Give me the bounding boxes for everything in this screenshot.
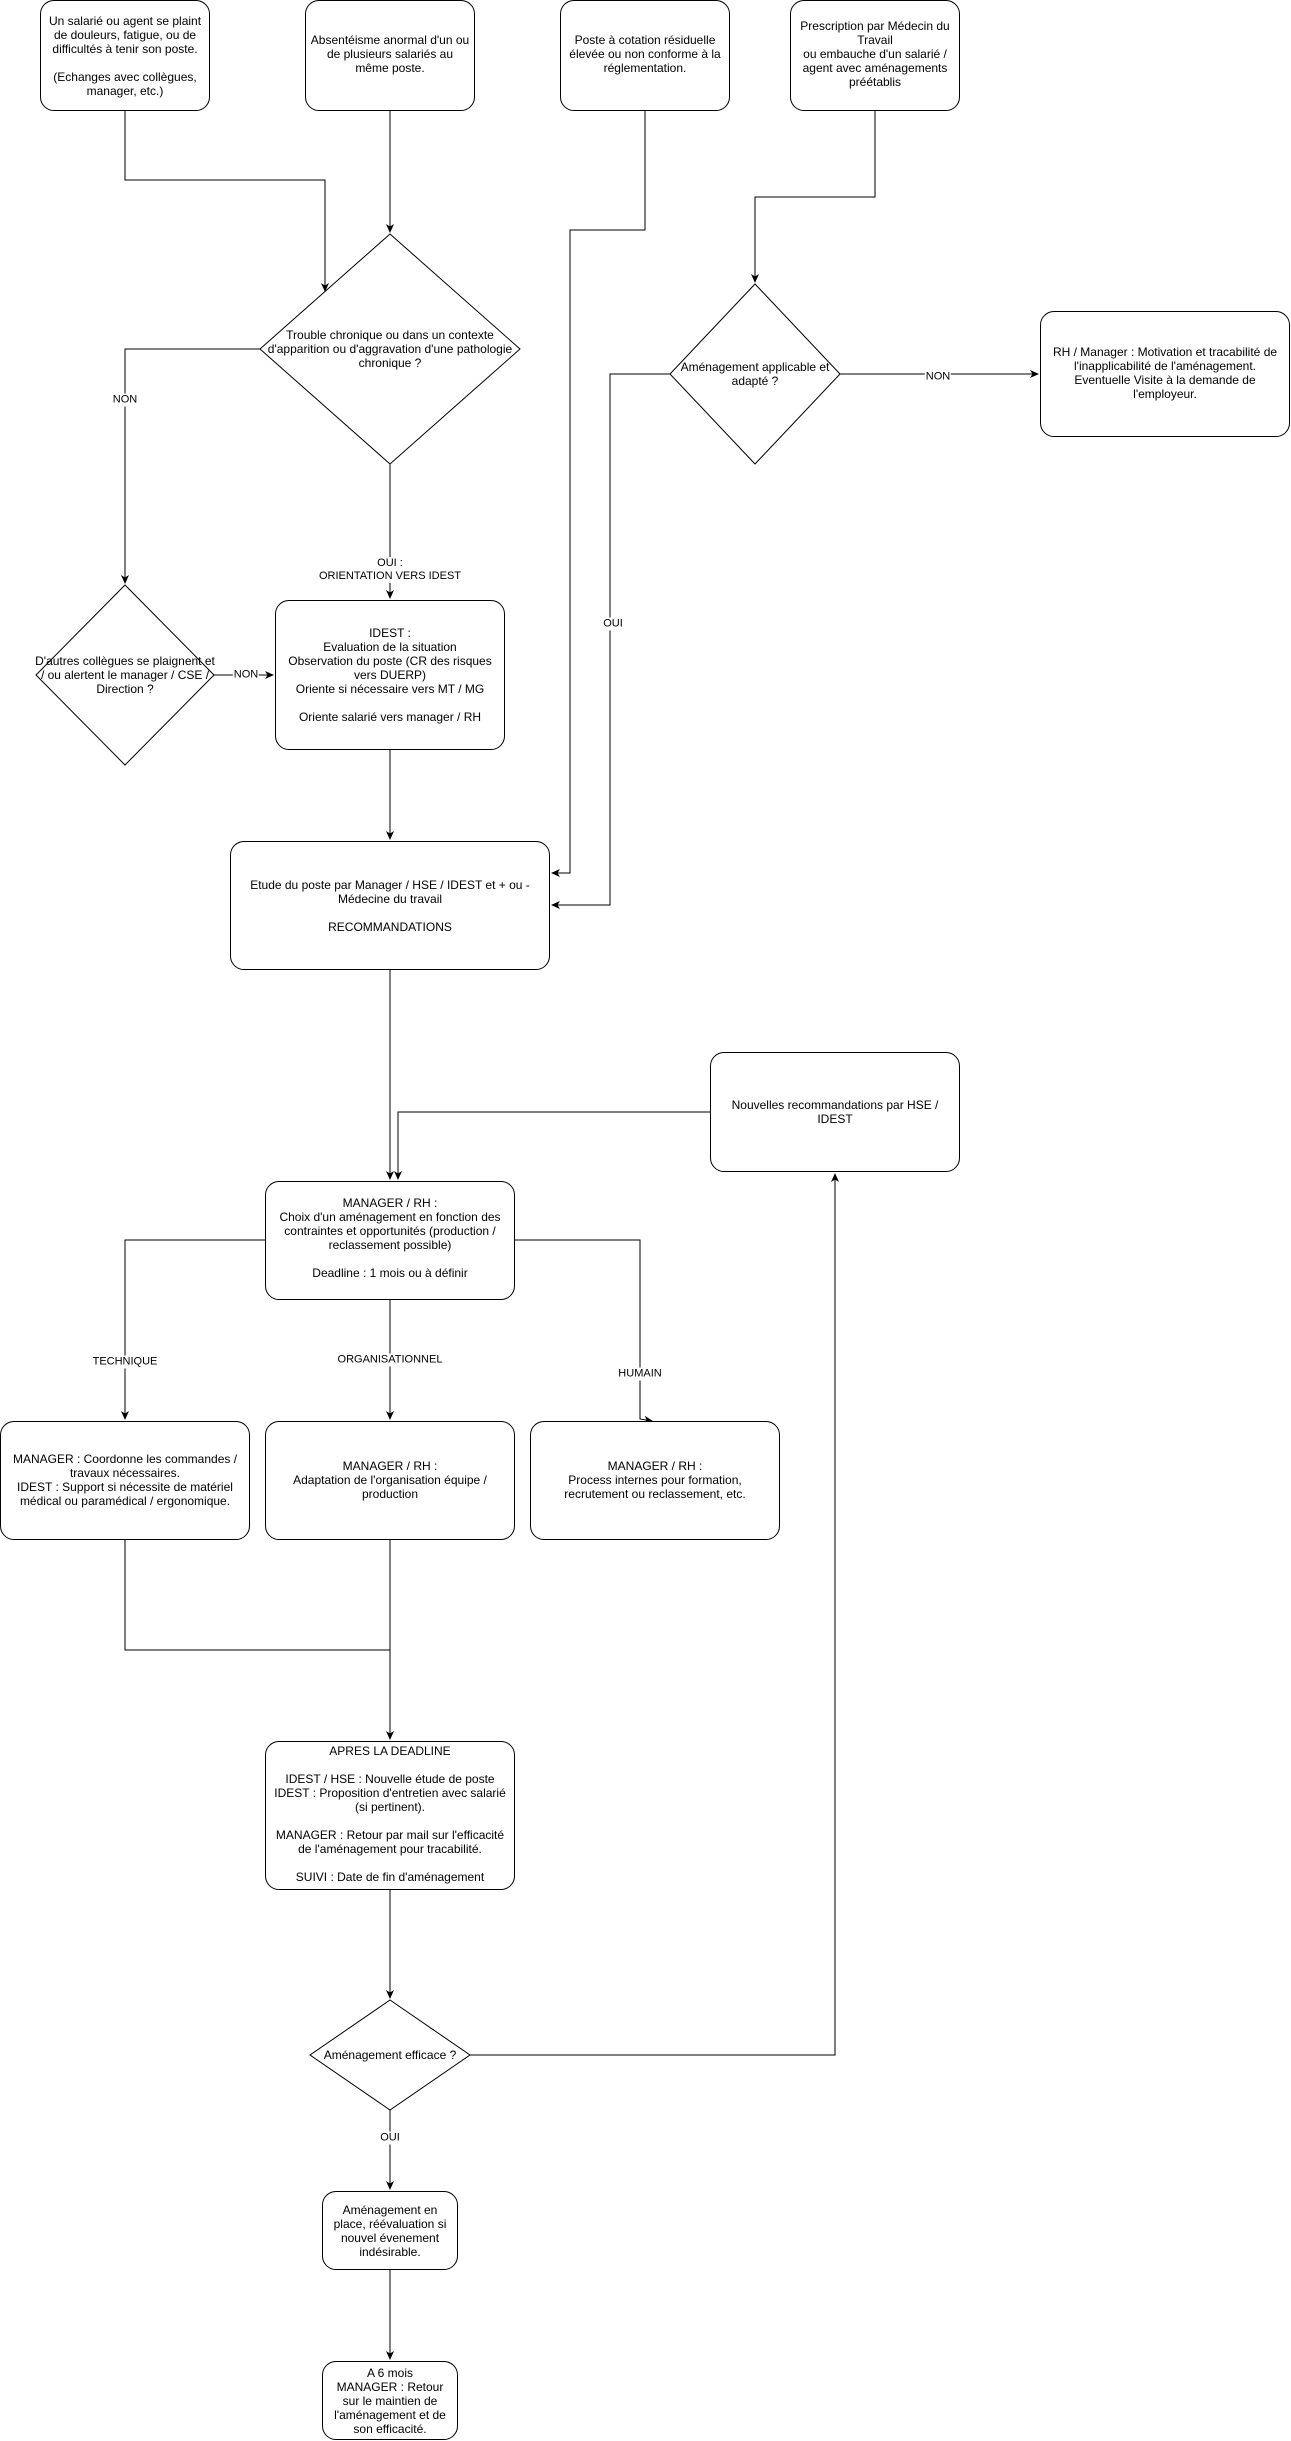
node-employee-complaint-text: Un salarié ou agent se plaint de douleur… [48, 13, 202, 98]
node-high-risk-post-text: Poste à cotation résiduelle élevée ou no… [569, 33, 721, 75]
node-idest-evaluation: IDEST : Evaluation de la situation Obser… [275, 600, 505, 750]
node-medical-prescription-text: Prescription par Médecin du Travail ou e… [800, 19, 950, 89]
node-six-month-review-text: A 6 mois MANAGER : Retour sur le maintie… [334, 2366, 446, 2436]
decision-effective-text: Aménagement efficace ? [323, 2048, 457, 2062]
node-adjustment-in-place: Aménagement en place, réévaluation si no… [322, 2191, 458, 2270]
edge-label-oui-idest: OUI : ORIENTATION VERS IDEST [318, 557, 462, 583]
node-abnormal-absenteeism: Absentéisme anormal d'un ou de plusieurs… [305, 0, 475, 111]
node-manager-choice: MANAGER / RH : Choix d'un aménagement en… [265, 1181, 515, 1300]
edge-label-humain: HUMAIN [617, 1367, 663, 1381]
node-adjustment-in-place-text: Aménagement en place, réévaluation si no… [333, 2202, 447, 2259]
decision-applicable-text: Aménagement applicable et adapté ? [680, 360, 830, 388]
edge-label-non-chronic: NON [111, 393, 139, 407]
node-post-study-text: Etude du poste par Manager / HSE / IDEST… [250, 877, 530, 934]
node-technical-coordination: MANAGER : Coordonne les commandes / trav… [0, 1421, 250, 1540]
node-organisation-adaptation-text: MANAGER / RH : Adaptation de l'organisat… [293, 1459, 487, 1501]
edge-d4-to-n8 [470, 1173, 839, 2056]
node-internal-process: MANAGER / RH : Process internes pour for… [530, 1421, 780, 1540]
edge-d2-to-n7 [551, 373, 670, 909]
node-new-recommendations-text: Nouvelles recommandations par HSE / IDES… [731, 1098, 939, 1126]
edge-label-non-colleagues: NON [232, 668, 260, 682]
edge-n4-to-d2 [751, 110, 876, 283]
edge-label-oui-applicable: OUI [602, 617, 624, 631]
edge-n3-to-n7 [551, 110, 646, 877]
node-technical-coordination-text: MANAGER : Coordonne les commandes / trav… [12, 1452, 238, 1508]
node-idest-evaluation-text: IDEST : Evaluation de la situation Obser… [288, 626, 492, 724]
edge-label-oui-effective: OUI [379, 2131, 401, 2145]
node-post-study: Etude du poste par Manager / HSE / IDEST… [230, 841, 550, 970]
node-medical-prescription: Prescription par Médecin du Travail ou e… [790, 0, 960, 111]
edge-n8-to-n9 [394, 1111, 710, 1180]
edge-label-technique: TECHNIQUE [91, 1355, 159, 1369]
edge-label-non-applicable: NON [924, 370, 952, 384]
decision-diamond-applicable [669, 283, 841, 465]
node-rh-manager-motivation: RH / Manager : Motivation et tracabilité… [1040, 311, 1290, 437]
edge-n1-to-d1 [124, 110, 329, 292]
node-manager-choice-text: MANAGER / RH : Choix d'un aménagement en… [279, 1196, 501, 1280]
decision-colleagues-text: D'autres collègues se plaignent et / ou … [35, 654, 215, 696]
edge-n9-to-n12 [515, 1239, 653, 1424]
node-internal-process-text: MANAGER / RH : Process internes pour for… [564, 1459, 746, 1501]
node-after-deadline-text: APRES LA DEADLINE IDEST / HSE : Nouvelle… [274, 1744, 506, 1884]
node-new-recommendations: Nouvelles recommandations par HSE / IDES… [710, 1052, 960, 1172]
edge-label-organisationnel: ORGANISATIONNEL [336, 1353, 444, 1367]
decision-chronic-text: Trouble chronique ou dans un contexte d'… [267, 328, 513, 370]
edge-n10-to-n13 [124, 1540, 390, 1651]
node-six-month-review: A 6 mois MANAGER : Retour sur le maintie… [322, 2361, 458, 2440]
edge-d1-to-d3 [121, 348, 260, 584]
node-organisation-adaptation: MANAGER / RH : Adaptation de l'organisat… [265, 1421, 515, 1540]
node-rh-manager-motivation-text: RH / Manager : Motivation et tracabilité… [1052, 345, 1278, 401]
node-high-risk-post: Poste à cotation résiduelle élevée ou no… [560, 0, 730, 111]
node-after-deadline: APRES LA DEADLINE IDEST / HSE : Nouvelle… [265, 1741, 515, 1890]
edge-n9-to-n10 [121, 1239, 265, 1420]
node-employee-complaint: Un salarié ou agent se plaint de douleur… [40, 0, 210, 111]
decision-diamond-colleagues [35, 584, 215, 766]
node-abnormal-absenteeism-text: Absentéisme anormal d'un ou de plusieurs… [310, 33, 470, 75]
